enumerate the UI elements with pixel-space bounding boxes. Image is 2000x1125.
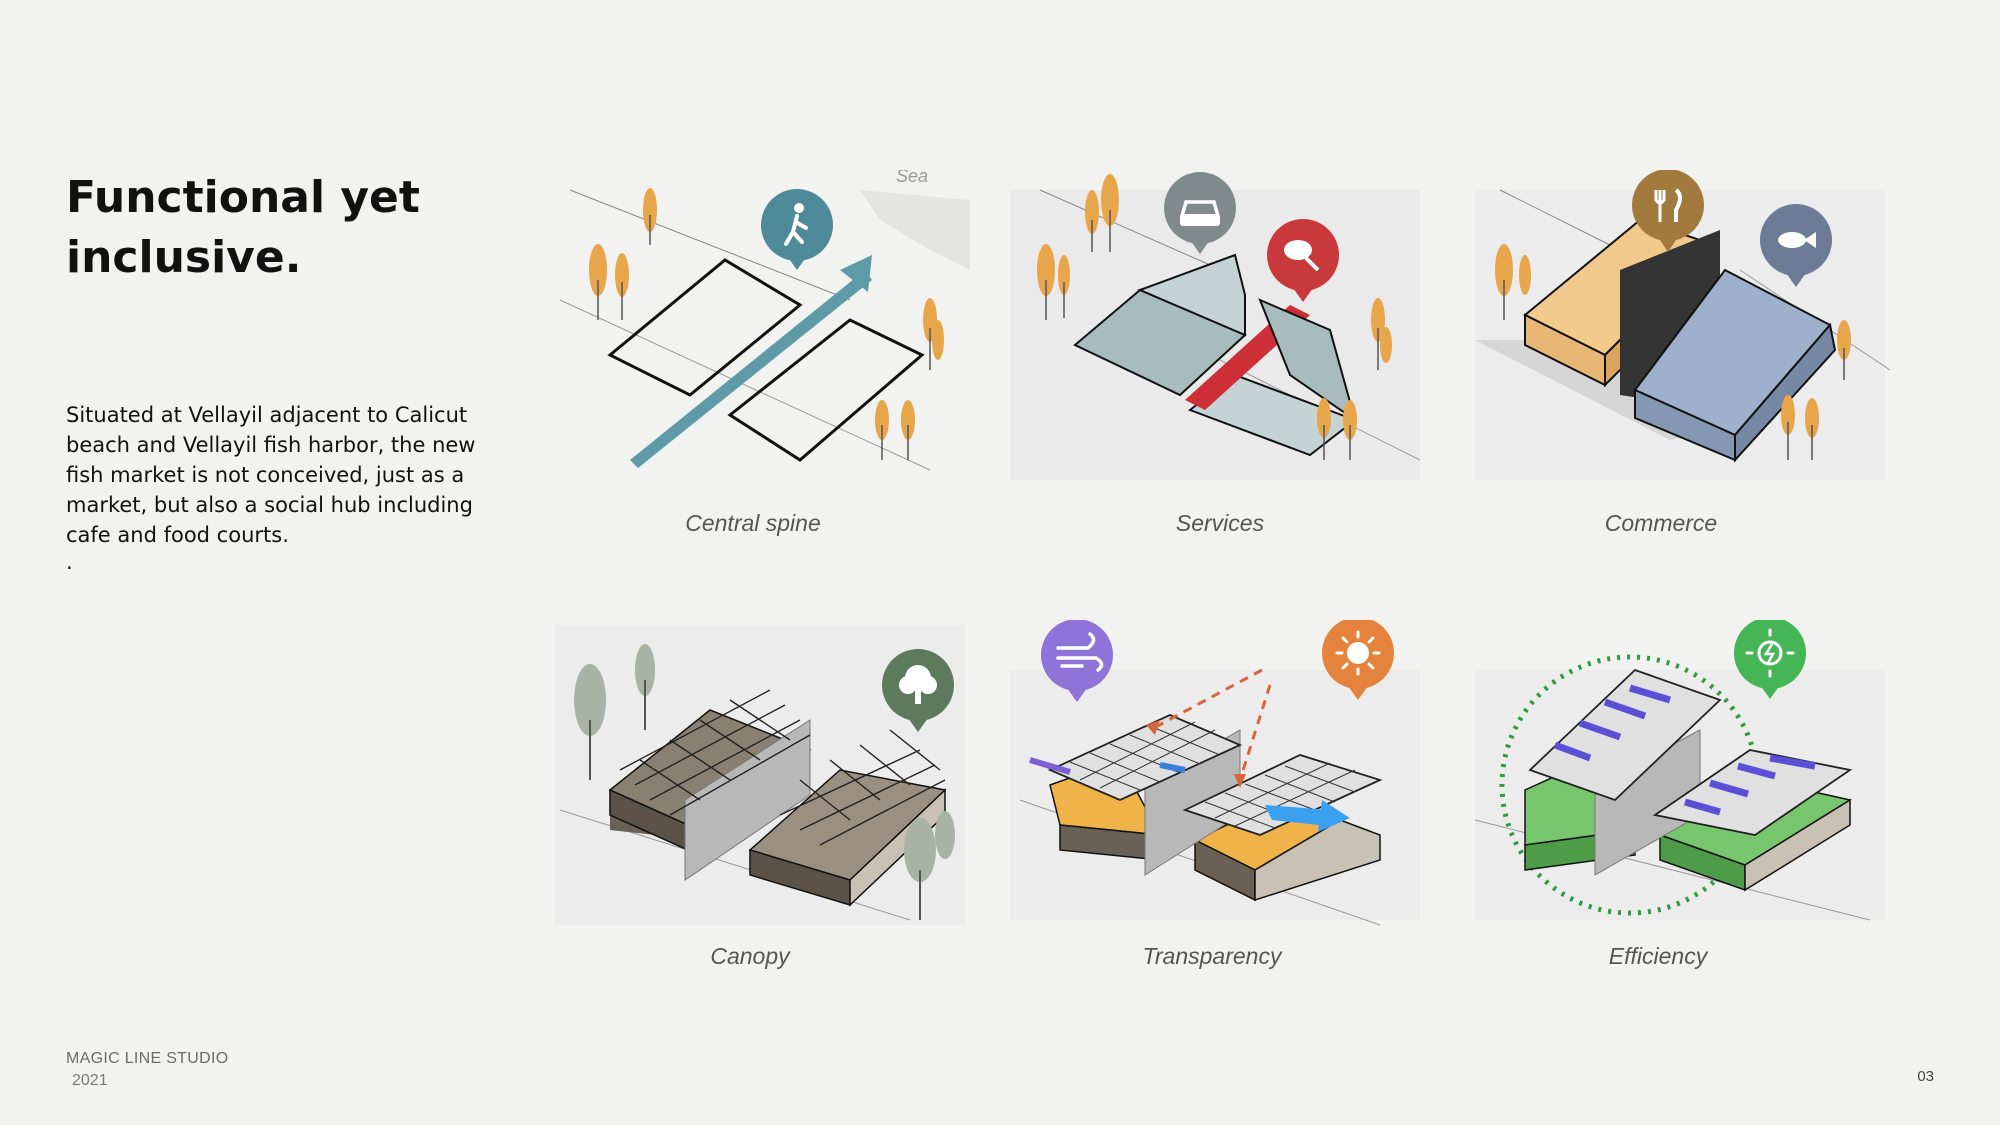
- caption-central-spine: Central spine: [685, 510, 821, 536]
- description-trailing-dot: .: [66, 550, 73, 574]
- services-illustration: [1010, 172, 1421, 480]
- wind-icon: [1041, 620, 1113, 702]
- transparency-illustration: [1010, 620, 1420, 926]
- caption-efficiency: Efficiency: [1608, 943, 1708, 969]
- car-icon: [1164, 172, 1236, 254]
- diagram-efficiency: [1470, 620, 1890, 930]
- diagram-commerce: [1470, 170, 1890, 480]
- caption-canopy: Canopy: [710, 943, 790, 969]
- tree-icon: [882, 649, 954, 732]
- diagram-central-spine: Sea: [550, 170, 970, 480]
- diagram-canopy: [550, 620, 970, 930]
- page-number: 03: [1917, 1068, 1934, 1085]
- year-label: 2021: [72, 1072, 108, 1089]
- sun-icon: [1322, 620, 1394, 700]
- meat-icon: [1267, 219, 1339, 302]
- central-spine-illustration: Sea: [559, 170, 970, 471]
- diagram-services: [1010, 170, 1430, 480]
- caption-transparency: Transparency: [1142, 943, 1282, 969]
- fish-icon: [1760, 204, 1832, 287]
- efficiency-illustration: [1474, 620, 1885, 921]
- solar-energy-icon: [1734, 620, 1806, 699]
- canopy-illustration: [555, 625, 965, 925]
- diagram-transparency: [1010, 620, 1430, 930]
- page-title: Functional yet inclusive.: [66, 168, 506, 288]
- title-line-1: Functional yet: [66, 172, 420, 223]
- description-text: Situated at Vellayil adjacent to Calicut…: [66, 403, 476, 547]
- pedestrian-icon: [761, 189, 833, 270]
- caption-commerce: Commerce: [1604, 510, 1718, 536]
- title-line-2: inclusive.: [66, 232, 302, 283]
- caption-services: Services: [1175, 510, 1265, 536]
- commerce-illustration: [1475, 170, 1890, 480]
- studio-name: MAGIC LINE STUDIO: [66, 1050, 229, 1067]
- fork-knife-icon: [1632, 170, 1704, 252]
- sea-label: Sea: [896, 170, 928, 186]
